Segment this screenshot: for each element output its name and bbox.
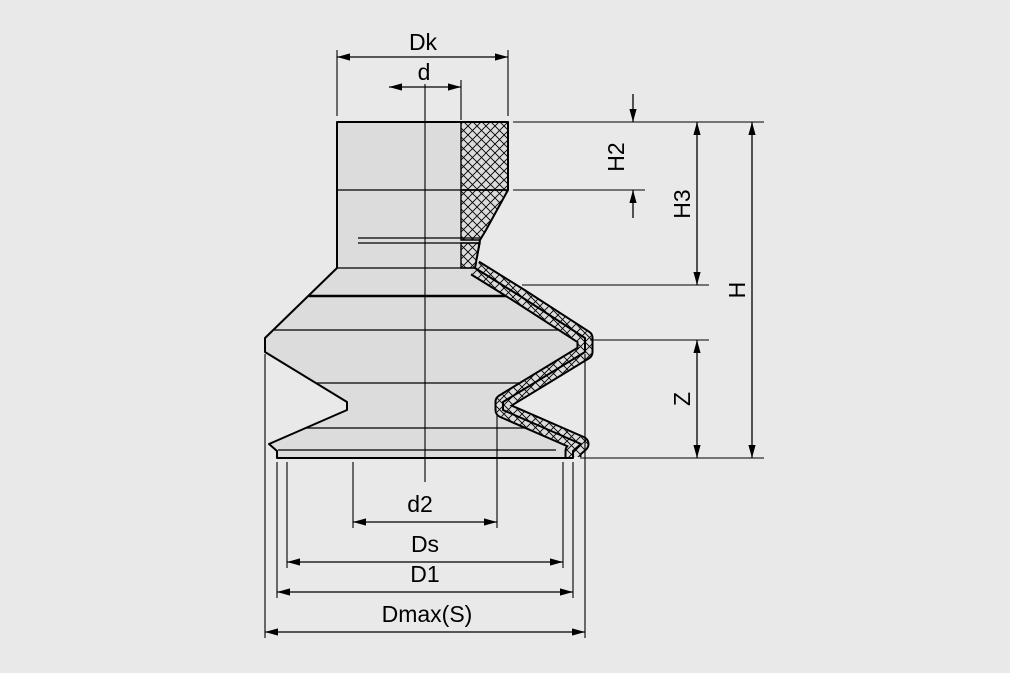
dim-label-dmax: Dmax(S) — [382, 601, 473, 627]
dimension-d2: d2 — [353, 491, 497, 526]
dim-label-d2: d2 — [407, 491, 433, 517]
part-detail-lines — [273, 189, 558, 451]
dimension-d1: D1 — [277, 561, 573, 596]
dimension-z: Z — [669, 340, 701, 458]
dim-label-z: Z — [669, 392, 695, 406]
dim-label-dk: Dk — [409, 29, 438, 55]
dimension-d: d — [389, 59, 461, 91]
dimension-ds: Ds — [287, 531, 563, 566]
dim-label-h2: H2 — [603, 142, 629, 171]
dimension-h2: H2 — [603, 94, 637, 218]
dimension-dk: Dk — [337, 29, 508, 61]
dim-label-ds: Ds — [411, 531, 439, 557]
dimension-h: H — [724, 122, 756, 458]
suction-cup-part — [264, 84, 594, 482]
extension-lines — [264, 50, 764, 638]
dim-label-h: H — [724, 282, 750, 299]
dimension-h3: H3 — [669, 122, 701, 285]
dimension-dmax: Dmax(S) — [265, 601, 585, 636]
dim-label-d1: D1 — [410, 561, 439, 587]
part-outline — [264, 121, 586, 459]
dim-label-d: d — [418, 59, 431, 85]
dim-label-h3: H3 — [669, 189, 695, 218]
